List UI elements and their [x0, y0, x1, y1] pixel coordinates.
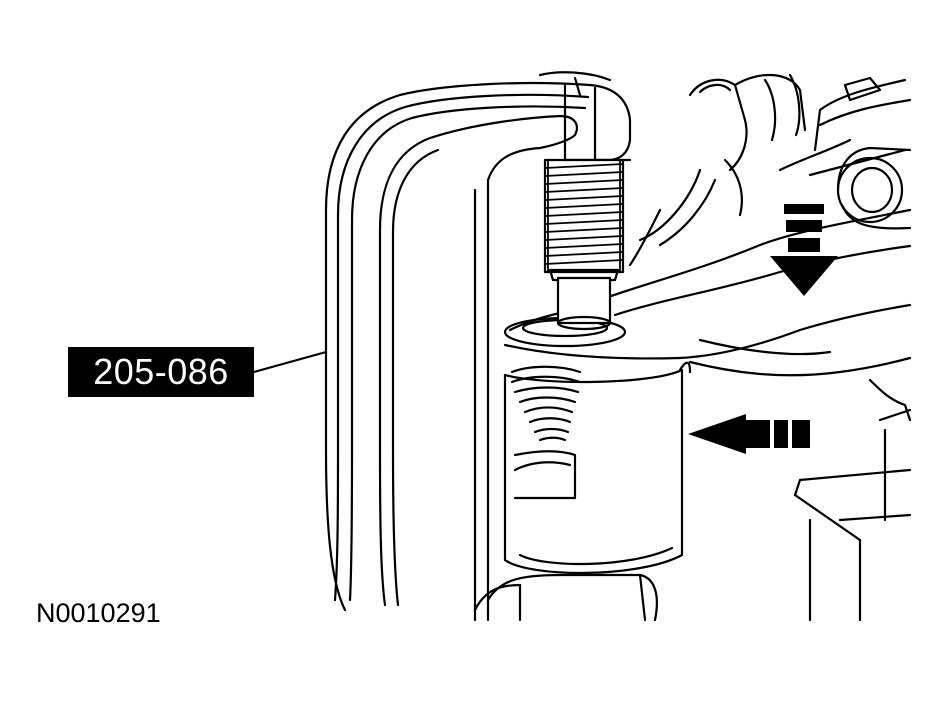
left-arrow-icon [688, 414, 810, 454]
steering-knuckle-drawing [628, 73, 912, 267]
frame-bracket-drawing [793, 378, 912, 622]
receiver-cup-drawing [503, 361, 692, 574]
forcing-screw-drawing [543, 158, 625, 331]
leader-line [252, 350, 328, 374]
c-frame-drawing [324, 71, 658, 622]
figure-id: N0010291 [36, 598, 161, 628]
tool-number-label: 205-086 [68, 347, 254, 397]
control-arm-drawing [503, 208, 912, 377]
down-arrow-icon [770, 204, 838, 296]
